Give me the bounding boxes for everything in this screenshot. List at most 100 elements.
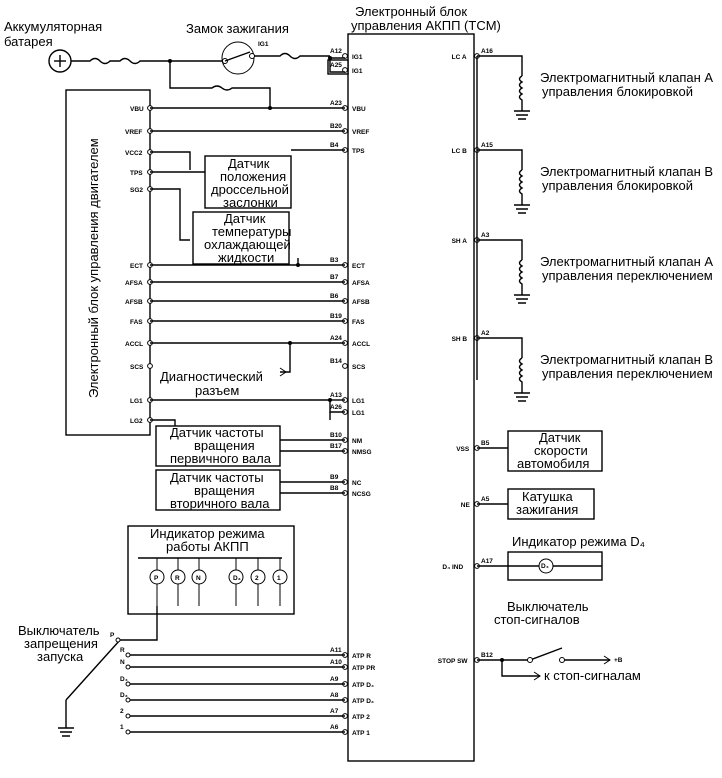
ignition-label: Замок зажигания <box>186 21 289 36</box>
battery: Аккумуляторная батарея <box>4 19 102 73</box>
ground-icon <box>514 110 530 120</box>
ecu-terminal-lg1: LG1 <box>130 398 143 405</box>
ignition-pin: IG1 <box>258 41 269 48</box>
tcm-right-signal-7: STOP SW <box>438 658 469 665</box>
output-speed-box <box>155 469 281 511</box>
vss-label-2: скорости <box>534 443 588 458</box>
ignition-switch-icon <box>221 41 255 75</box>
output-speed-label-3: вторичного вала <box>170 496 270 511</box>
coolant-label-3: охлаждающей <box>204 237 291 252</box>
ecu-terminal-vref: VREF <box>125 129 142 136</box>
output-speed-sensor: Датчик частоты вращения вторичного вала <box>155 469 281 511</box>
to-brake-lights: к стоп-сигналам <box>544 668 641 683</box>
inhibitor-pos-2: N <box>120 659 125 666</box>
d4-indicator-label: Индикатор режима D₄ <box>512 534 645 549</box>
output-speed-label-1: Датчик частоты <box>170 470 264 485</box>
ecu-label: Электронный блок управления двигателем <box>86 138 101 398</box>
inhibitor-switch: Выключатель запрещения запуска <box>18 623 121 737</box>
solenoid-coil-icon <box>518 259 524 295</box>
solenoid-coil-icon <box>518 357 524 393</box>
coolant-label-1: Датчик <box>224 211 266 226</box>
inhibitor-label-1: Выключатель <box>18 623 100 638</box>
tcm-right-signal-6: D₄ IND <box>442 564 463 571</box>
tcm-pin-b8: B8 <box>330 485 339 492</box>
tcm-signal-1: IG1 <box>352 68 363 75</box>
tcm-pin-a11: A11 <box>330 647 342 654</box>
tcm-signal-5: ECT <box>352 263 365 270</box>
tcm-right-signal-1: LC B <box>452 148 467 155</box>
tcm-pin-a6: A6 <box>330 724 339 731</box>
atp-lamp-label-4: 2 <box>255 575 259 582</box>
solenoid-label-2: управления блокировкой <box>542 84 693 99</box>
ecu-terminal-afsa: AFSA <box>125 280 143 287</box>
tcm-pin-a13: A13 <box>330 392 342 399</box>
tcm-signal-21: ATP 2 <box>352 714 370 721</box>
vss-box <box>507 430 603 472</box>
tcm-pin-b6: B6 <box>330 293 339 300</box>
atp-indicator: Индикатор режима работы АКПП <box>127 525 295 615</box>
tps-sensor-box <box>204 155 292 209</box>
tcm-box <box>347 33 475 762</box>
tcm-pin-b9: B9 <box>330 474 339 481</box>
tcm-signal-14: NMSG <box>352 449 372 456</box>
tcm-label-2: управления АКПП (TCM) <box>351 18 501 33</box>
input-speed-label-3: первичного вала <box>170 451 272 466</box>
ecu-terminal-vcc2: VCC2 <box>125 150 143 157</box>
ground-icon <box>514 294 530 304</box>
solenoid-label-1: Электромагнитный клапан A <box>540 254 713 269</box>
tcm-right-pin-a2: A2 <box>481 330 490 337</box>
tcm-pin-b19: B19 <box>330 313 342 320</box>
solenoid-label-1: Электромагнитный клапан B <box>540 352 713 367</box>
tcm-signal-20: ATP D₃ <box>352 698 374 705</box>
atp-lamp-label-2: N <box>196 575 201 582</box>
solenoid-coil-icon <box>518 169 524 205</box>
tcm-pin-b17: B17 <box>330 443 342 450</box>
d4-lamp-label: D₄ <box>541 563 549 570</box>
tcm-right-signal-2: SH A <box>452 238 468 245</box>
inhibitor-pos-3: D₄ <box>120 676 128 683</box>
solenoid-label-2: управления блокировкой <box>542 178 693 193</box>
tcm-pin-a10: A10 <box>330 659 342 666</box>
tcm-pin-a12: A12 <box>330 48 342 55</box>
tcm-right-pin-b5: B5 <box>481 440 490 447</box>
inhibitor-label-3: запуска <box>37 649 84 664</box>
inhibitor-pos-6: 1 <box>120 724 124 731</box>
tps-label-4: заслонки <box>223 195 278 210</box>
input-speed-box <box>155 425 281 467</box>
ecu-terminal-ect: ECT <box>130 263 143 270</box>
ground-icon <box>514 392 530 402</box>
ecu-terminal-vbu: VBU <box>130 106 144 113</box>
ignition-coil-label-1: Катушка <box>522 489 574 504</box>
tcm-pin-b10: B10 <box>330 432 342 439</box>
diagnostic-connector: Диагностический разъем <box>160 356 291 398</box>
output-speed-label-2: вращения <box>194 483 255 498</box>
ecu-terminal-fas: FAS <box>130 319 143 326</box>
solenoid-label-1: Электромагнитный клапан A <box>540 70 713 85</box>
tcm-pin-a25: A25 <box>330 62 342 69</box>
tcm-signal-15: NC <box>352 480 362 487</box>
solenoid-label-2: управления переключением <box>542 366 713 381</box>
tps-sensor: Датчик положения дроссельной заслонки <box>204 155 292 210</box>
input-speed-label-1: Датчик частоты <box>170 425 264 440</box>
vss-label-3: автомобиля <box>517 456 589 471</box>
tcm-signal-7: AFSB <box>352 299 370 306</box>
tcm-pin-a8: A8 <box>330 692 339 699</box>
tcm-unit: Электронный блок управления АКПП (TCM) <box>347 4 501 762</box>
ecu-terminal-scs: SCS <box>130 364 144 371</box>
ecu-terminal-lg2: LG2 <box>130 418 143 425</box>
tcm-right-pin-a17: A17 <box>481 558 493 565</box>
inhibitor-pos-0: P <box>110 632 115 639</box>
tcm-right-pin-a3: A3 <box>481 232 490 239</box>
ecu-terminal-sg2: SG2 <box>130 187 143 194</box>
tcm-signal-4: TPS <box>352 148 365 155</box>
tcm-signal-10: SCS <box>352 364 366 371</box>
atp-lamp-label-1: R <box>175 575 180 582</box>
tcm-signal-2: VBU <box>352 106 366 113</box>
tcm-pin-b7: B7 <box>330 274 339 281</box>
diag-label-2: разъем <box>195 383 239 398</box>
tps-label-2: положения <box>220 169 286 184</box>
